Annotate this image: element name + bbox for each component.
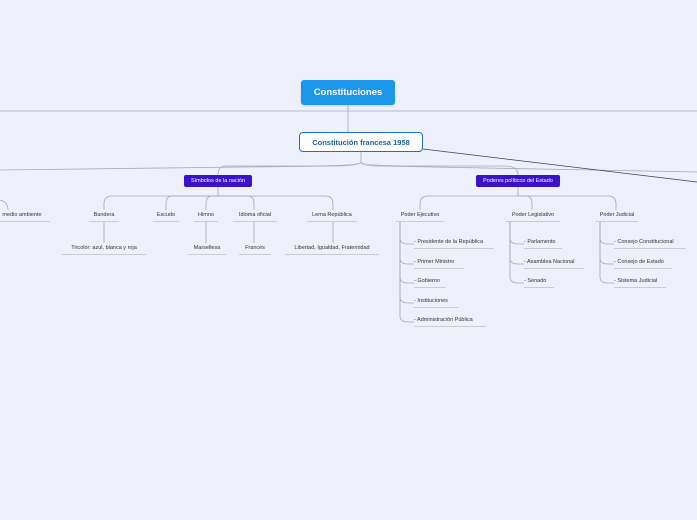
judicial-item[interactable]: - Consejo de Estado bbox=[614, 257, 672, 269]
judicial-item[interactable]: - Consejo Constitucional bbox=[614, 237, 686, 249]
leaf-tricolor[interactable]: Tricolor: azul, blanca y roja bbox=[62, 243, 146, 255]
leaf-marsellesa[interactable]: Marsellesa bbox=[188, 243, 226, 255]
executive-item[interactable]: - Administración Pública bbox=[414, 315, 486, 327]
executive-item[interactable]: - Gobierno bbox=[414, 276, 446, 288]
leaf-lema[interactable]: Libertad, Igualdad, Fraternidad bbox=[285, 243, 379, 255]
subtopic-lema-republica[interactable]: Lema República bbox=[307, 210, 357, 222]
partial-left-node[interactable]: medio ambiente bbox=[0, 210, 50, 222]
subtopic-poder-judicial[interactable]: Poder Judicial bbox=[596, 210, 638, 222]
subtopic-idioma-oficial[interactable]: Idioma oficial bbox=[233, 210, 277, 222]
executive-item[interactable]: - Presidente de la República bbox=[414, 237, 494, 249]
executive-item[interactable]: - Primer Ministro bbox=[414, 257, 464, 269]
root-node[interactable]: Constituciones bbox=[301, 80, 395, 105]
legislative-item[interactable]: - Senado bbox=[524, 276, 554, 288]
judicial-item[interactable]: - Sistema Judicial bbox=[614, 276, 666, 288]
legislative-item[interactable]: - Parlamento bbox=[524, 237, 562, 249]
symbols-category-node[interactable]: Símbolos de la nación bbox=[184, 175, 252, 187]
subtopic-escudo[interactable]: Escudo bbox=[153, 210, 179, 222]
subtopic-himno[interactable]: Himno bbox=[194, 210, 218, 222]
subtopic-bandera[interactable]: Bandera bbox=[89, 210, 119, 222]
powers-category-node[interactable]: Poderes políticos del Estado bbox=[476, 175, 560, 187]
subtopic-poder-ejecutivo[interactable]: Poder Ejecutivo bbox=[396, 210, 444, 222]
leaf-frances[interactable]: Francés bbox=[239, 243, 271, 255]
legislative-item[interactable]: - Asamblea Nacional bbox=[524, 257, 584, 269]
executive-item[interactable]: - Instituciones bbox=[414, 296, 458, 308]
main-topic-node[interactable]: Constitución francesa 1958 bbox=[299, 132, 423, 152]
subtopic-poder-legislativo[interactable]: Poder Legislativo bbox=[506, 210, 560, 222]
